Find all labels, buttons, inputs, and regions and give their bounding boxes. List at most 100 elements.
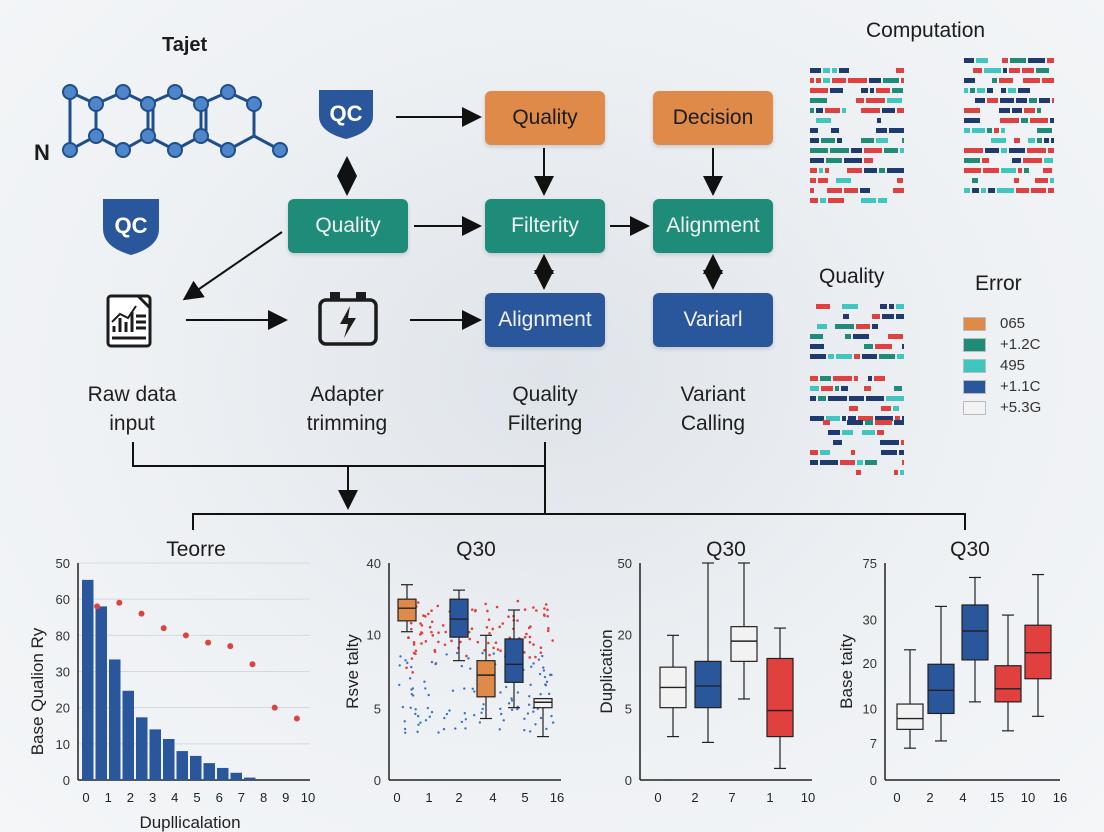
sequence-segment [1012, 108, 1022, 113]
sequence-segment [844, 188, 858, 193]
chart2-point [528, 635, 532, 639]
chart2-point [504, 685, 508, 689]
box-alignment-right: Alignment [653, 199, 773, 253]
chart2-point [412, 643, 416, 646]
sequence-segment [810, 188, 814, 193]
sequence-segment [970, 88, 975, 93]
sequence-segment [894, 386, 902, 391]
sequence-segment [828, 396, 847, 401]
chart2-point [534, 723, 537, 726]
sequence-segment [894, 420, 904, 425]
sequence-segment [1024, 108, 1035, 113]
chart2-point [499, 649, 502, 653]
chart3-ylabel: Duplication [597, 629, 616, 713]
sequence-segment [866, 98, 885, 103]
chart2-point [544, 603, 548, 606]
chart2-xtick-label: 0 [393, 790, 400, 805]
sequence-segment [981, 188, 986, 193]
sequence-segment [823, 420, 830, 425]
sequence-segment [876, 88, 890, 93]
chart2-point [527, 626, 531, 630]
sequence-segment [889, 304, 894, 309]
sequence-segment [816, 78, 821, 83]
sequence-segment [841, 386, 848, 391]
chart2-point [545, 727, 548, 731]
sequence-segment [810, 386, 819, 391]
chart2-point [437, 640, 440, 644]
chart3-ytick-label: 0 [625, 773, 632, 788]
sequence-segment [976, 58, 988, 63]
chart2-point [499, 691, 502, 694]
chart2-point [499, 707, 502, 711]
sequence-segment [992, 78, 997, 83]
chart2-point [529, 683, 532, 687]
chart2-xtick-label: 5 [521, 790, 528, 805]
chart1-xtick-label: 8 [260, 790, 267, 805]
chart2-point [424, 687, 427, 690]
chart2-point [543, 607, 546, 610]
chart2-point [483, 648, 486, 652]
sequence-segment [810, 334, 823, 339]
chart2-point [468, 637, 472, 641]
chart2-point [451, 689, 455, 692]
sequence-segment [1023, 158, 1042, 163]
chart2-point [539, 646, 543, 649]
sequence-segment [902, 416, 904, 421]
chart3-box [766, 657, 794, 738]
sequence-segment [1035, 178, 1048, 183]
sequence-segment [857, 460, 863, 465]
chart2-point [460, 664, 463, 668]
sequence-segment [897, 354, 904, 359]
sequence-segment [832, 78, 846, 83]
chart4-ytick-label: 30 [863, 612, 877, 627]
qc-badge-left-label: QC [115, 213, 148, 238]
chart2-point [534, 655, 537, 659]
sequence-segment [810, 108, 814, 113]
box-variarl: Variarl [653, 293, 773, 347]
sequence-segment [826, 158, 842, 163]
sequence-segment [892, 88, 903, 93]
sequence-segment [1014, 178, 1019, 183]
chart2-point [409, 627, 413, 631]
sequence-segment [1047, 58, 1054, 63]
sequence-segment [881, 406, 891, 411]
chart3-box [730, 626, 758, 662]
chart2-point [510, 708, 514, 712]
chart1-ytick-label: 0 [63, 773, 70, 788]
chart2-point [428, 625, 432, 629]
box-quality-top: Quality [485, 91, 605, 145]
sequence-segment [973, 68, 982, 73]
chart4-xtick-label: 16 [1053, 790, 1067, 805]
chart4-box [1024, 624, 1052, 680]
chart2-point [410, 688, 413, 691]
sequence-segment [1037, 128, 1052, 133]
chart4-ytick-label: 20 [863, 656, 877, 671]
sequence-segment [870, 88, 874, 93]
chart2-xtick-label: 2 [455, 790, 462, 805]
box-filterity: Filterity [485, 199, 605, 253]
chart2-point [542, 666, 545, 669]
qc-badge-top: QC [319, 90, 373, 139]
chart1-bar [95, 606, 107, 780]
sequence-segment [849, 396, 864, 401]
chart2-point [495, 605, 499, 609]
sequence-segment [831, 128, 839, 133]
chart2-point [427, 612, 430, 616]
chart2-point [416, 730, 419, 734]
sequence-segment [842, 416, 846, 421]
chart3-xtick-label: 0 [654, 790, 661, 805]
chart2-point [443, 716, 446, 720]
chart1-bar [176, 751, 188, 780]
chart2-point [543, 614, 546, 617]
chart2-point [404, 659, 407, 662]
sequence-segment [1027, 148, 1046, 153]
sequence-segment [964, 148, 983, 153]
sequence-segment [889, 128, 904, 133]
chart1-ytick-label: 50 [56, 556, 70, 571]
sequence-segment [1021, 118, 1028, 123]
chart2-point [398, 683, 401, 687]
chart1-ylabel: Base Qualion Ry [28, 627, 47, 755]
chart2-point [476, 640, 480, 644]
chart2-point [416, 714, 420, 718]
chart2-point [523, 728, 526, 732]
